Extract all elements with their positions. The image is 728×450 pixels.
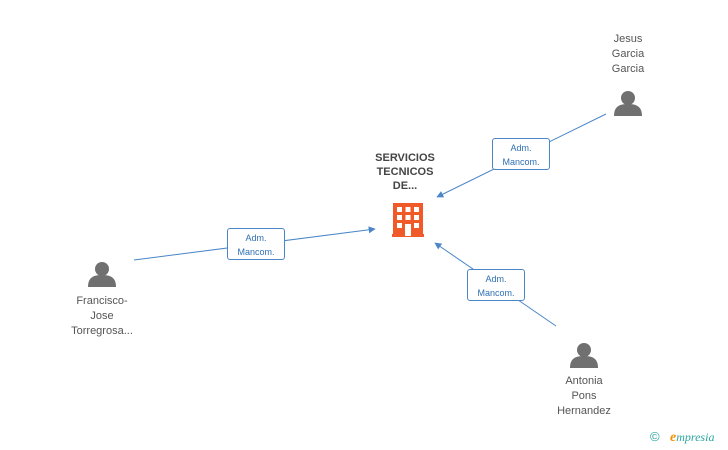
brand-logo-rest: mpresia [676,430,715,444]
role-badge-jesus[interactable]: Adm. Mancom. [492,138,550,170]
person-name-line: Jose [90,310,114,322]
building-icon[interactable] [392,203,424,237]
person-name-antonia[interactable]: Antonia Pons Hernandez [538,374,630,419]
role-line: Adm. [510,143,532,153]
company-name-line: DE... [392,180,418,192]
person-name-line: Antonia [565,375,603,387]
person-name-line: Torregrosa... [71,325,133,337]
company-name-line: SERVICIOS [375,152,435,164]
role-line: Mancom. [237,247,275,257]
brand-logo[interactable]: empresia [670,430,714,446]
role-badge-antonia[interactable]: Adm. Mancom. [467,269,525,301]
person-icon[interactable] [88,262,116,287]
role-line: Mancom. [502,157,540,167]
person-name-line: Hernandez [557,405,611,417]
person-name-francisco[interactable]: Francisco- Jose Torregrosa... [52,294,152,339]
copyright-symbol: © [650,429,660,444]
company-name[interactable]: SERVICIOS TECNICOS DE... [360,151,450,193]
brand-logo-initial: e [670,430,677,445]
person-icon[interactable] [614,91,642,116]
person-name-line: Francisco- [76,295,128,307]
role-line: Adm. [245,233,267,243]
role-line: Mancom. [477,288,515,298]
company-name-line: TECNICOS [376,166,434,178]
person-name-line: Garcia [611,63,645,75]
person-name-line: Jesus [613,33,643,45]
role-line: Adm. [485,274,507,284]
person-icon[interactable] [570,343,598,368]
person-name-line: Garcia [611,48,645,60]
person-name-line: Pons [571,390,597,402]
person-name-jesus[interactable]: Jesus Garcia Garcia [588,32,668,77]
role-badge-francisco[interactable]: Adm. Mancom. [227,228,285,260]
